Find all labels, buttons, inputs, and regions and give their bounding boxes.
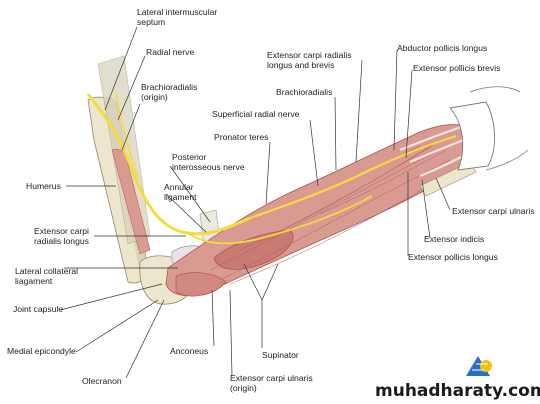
label-posterior-interosseous-nerve-l2: interosseous nerve — [172, 162, 245, 172]
label-abductor-pollicis-longus: Abductor pollicis longus — [397, 43, 487, 53]
label-lateral-intermuscular-septum: Lateral intermuscular septum — [137, 7, 220, 27]
label-radial-nerve: Radial nerve — [146, 47, 194, 57]
label-extensor-carpi-radialis-longus: Extensor carpi radialis longus — [34, 226, 91, 246]
label-extensor-indicis: Extensor indicis — [424, 234, 484, 244]
radial-nerve — [86, 93, 251, 236]
label-extensor-pollicis-longus: Extensor pollicis longus — [408, 252, 498, 262]
watermark-text: muhadharaty.com — [375, 381, 540, 401]
watermark: muhadharaty.com — [375, 356, 540, 401]
label-brachioradialis-origin-l1: Brachioradialis — [141, 82, 197, 92]
label-joint-capsule: Joint capsule — [13, 304, 63, 314]
label-extensor-carpi-radialis-longus-l1: Extensor carpi — [34, 226, 89, 236]
wrist-cut-section — [449, 101, 496, 171]
label-brachioradialis: Brachioradialis — [276, 87, 332, 97]
label-annular-ligament-l1: Annular — [164, 182, 194, 192]
label-medial-epicondyle: Medial epicondyle — [7, 346, 76, 356]
label-ecr-longus-brevis-l2: longus and brevis — [267, 60, 334, 70]
label-extensor-carpi-ulnaris-origin: Extensor carpi ulnaris (origin) — [230, 373, 315, 393]
brachioradialis-origin-muscle — [111, 148, 151, 255]
label-lateral-collateral-ligament-l2: liagament — [15, 276, 53, 286]
label-lateral-collateral-ligament-l1: Lateral collateral — [15, 266, 78, 276]
label-brachioradialis-origin-l2: (origin) — [141, 92, 168, 102]
label-lateral-collateral-ligament: Lateral collateral liagament — [15, 266, 80, 286]
label-extensor-carpi-ulnaris: Extensor carpi ulnaris — [452, 206, 535, 216]
label-ecr-longus-brevis-l1: Extensor carpi radialis — [267, 50, 352, 60]
label-extensor-carpi-ulnaris-origin-l2: (origin) — [230, 383, 257, 393]
labels: Lateral intermuscular septum Radial nerv… — [7, 7, 535, 393]
label-anconeus: Anconeus — [170, 346, 208, 356]
label-supinator: Supinator — [262, 350, 299, 360]
label-extensor-carpi-radialis-longus-l2: radialis longus — [34, 236, 89, 246]
watermark-logo-icon — [466, 356, 492, 376]
wrist-outline — [469, 86, 529, 171]
label-pronator-teres: Pronator teres — [214, 132, 268, 142]
label-posterior-interosseous-nerve: Posterior interosseous nerve — [172, 152, 245, 172]
label-annular-ligament: Annular ligament — [164, 182, 197, 202]
label-lateral-intermuscular-septum-l2: septum — [137, 17, 165, 27]
label-extensor-pollicis-brevis: Extensor pollicis brevis — [413, 63, 500, 73]
superficial-radial-nerve — [249, 134, 457, 220]
label-humerus: Humerus — [26, 181, 61, 191]
illustration — [86, 55, 529, 305]
label-ecr-longus-brevis: Extensor carpi radialis longus and brevi… — [267, 50, 354, 70]
anconeus-muscle — [175, 272, 227, 297]
label-lateral-intermuscular-septum-l1: Lateral intermuscular — [137, 7, 217, 17]
label-extensor-carpi-ulnaris-origin-l1: Extensor carpi ulnaris — [230, 373, 313, 383]
leader-lines — [59, 26, 451, 379]
posterior-interosseous-nerve — [185, 195, 373, 245]
label-olecranon: Olecranon — [82, 376, 122, 386]
label-brachioradialis-origin: Brachioradialis (origin) — [141, 82, 200, 102]
label-posterior-interosseous-nerve-l1: Posterior — [172, 152, 207, 162]
label-annular-ligament-l2: ligament — [164, 192, 197, 202]
nerve-branch — [115, 91, 139, 179]
label-superficial-radial-nerve: Superficial radial nerve — [212, 109, 300, 119]
